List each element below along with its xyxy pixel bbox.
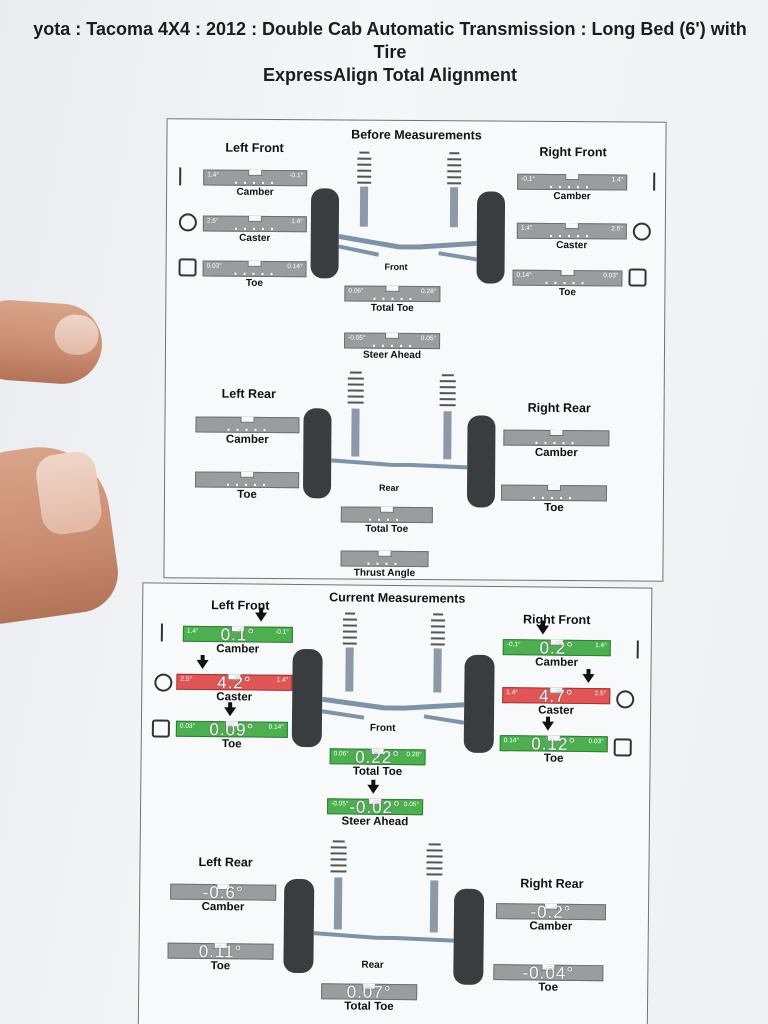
wheel-icon	[466, 415, 496, 508]
wheel-icon	[283, 878, 315, 974]
toe-icon	[613, 738, 632, 757]
value-pointer-arrow	[196, 659, 209, 670]
vehicle-description-line2: Tire	[373, 42, 407, 62]
value-pointer-arrow	[255, 612, 268, 622]
value-pointer-arrow	[536, 625, 549, 635]
before-steer-ahead-meter: -0.05°0.05° Steer Ahead	[344, 332, 441, 361]
wheel-icon	[463, 654, 495, 753]
before-rf-camber-meter: -0.1°1.4° Camber	[517, 173, 628, 202]
current-rr-camber-meter: -0.2° Camber	[495, 902, 607, 933]
before-left-front-label: Left Front	[225, 140, 284, 156]
current-lf-caster-meter: 2.5°1.4° 4.2° Caster	[176, 659, 293, 703]
before-lf-camber-meter: 1.4°-0.1° Camber	[203, 169, 308, 198]
value-pointer-arrow	[582, 673, 595, 684]
value-pointer-arrow	[367, 784, 380, 794]
current-rf-caster-meter: 1.4°2.5° 4.7° Caster	[502, 673, 611, 717]
wheel-icon	[453, 888, 485, 985]
current-lf-toe-meter: 0.03°0.14° 0.09° Toe	[175, 707, 288, 750]
finger	[0, 438, 124, 628]
toe-icon	[151, 719, 170, 738]
before-rear-total-toe-meter: Total Toe	[340, 506, 433, 535]
caster-icon	[154, 673, 173, 692]
current-lr-toe-meter: 0.11° Toe	[167, 942, 274, 972]
report-title: ExpressAlign Total Alignment	[262, 65, 518, 85]
rear-suspension-diagram	[303, 371, 496, 508]
wheel-icon	[291, 649, 323, 748]
before-measurements-panel: Before Measurements Left Front Right Fro…	[163, 118, 667, 582]
current-measurements-panel: Current Measurements Left Front Right Fr…	[137, 582, 653, 1024]
before-lf-caster-meter: 2.5°1.4° Caster	[202, 215, 307, 244]
before-lr-camber-meter: Camber	[195, 416, 300, 446]
current-right-front-label: Right Front	[522, 612, 591, 628]
front-suspension-diagram	[291, 612, 495, 753]
current-rr-toe-meter: -0.04° Toe	[493, 963, 604, 994]
before-total-toe-meter: 0.06°0.28° Total Toe	[344, 285, 441, 314]
value-pointer-arrow	[224, 707, 237, 717]
before-lr-toe-meter: Toe	[195, 471, 300, 501]
vehicle-description: yota : Tacoma 4X4 : 2012 : Double Cab Au…	[33, 19, 747, 39]
camber-icon	[637, 172, 656, 191]
before-rf-toe-meter: 0.14°0.03° Toe	[512, 269, 623, 298]
before-rf-caster-meter: 1.4°2.5° Caster	[516, 222, 627, 251]
camber-icon	[620, 640, 639, 659]
finger	[0, 297, 105, 387]
before-lf-toe-meter: 0.03°0.14° Toe	[202, 260, 307, 289]
value-pointer-arrow	[541, 721, 554, 731]
before-right-rear-label: Right Rear	[527, 400, 591, 416]
front-suspension-diagram	[310, 151, 506, 284]
report-header: yota : Tacoma 4X4 : 2012 : Double Cab Au…	[0, 18, 768, 87]
before-left-rear-label: Left Rear	[221, 386, 276, 402]
before-rr-toe-meter: Toe	[500, 484, 608, 514]
current-rf-camber-meter: -0.1°1.4° 0.2° Camber	[502, 625, 611, 669]
current-rf-toe-meter: 0.14°0.03° 0.12° Toe	[499, 721, 608, 765]
current-lr-camber-meter: -0.6° Camber	[170, 883, 277, 913]
camber-icon	[160, 623, 179, 642]
caster-icon	[616, 690, 635, 709]
rear-suspension-diagram	[283, 840, 485, 985]
wheel-icon	[303, 408, 332, 499]
wheel-icon	[310, 188, 340, 279]
before-right-front-label: Right Front	[539, 144, 607, 160]
current-left-rear-label: Left Rear	[198, 854, 253, 870]
wheel-icon	[476, 191, 506, 284]
before-rr-camber-meter: Camber	[503, 429, 610, 459]
toe-icon	[628, 268, 647, 287]
current-lf-camber-meter: 1.4°-0.1° 0.1° Camber	[182, 612, 293, 656]
current-steer-ahead-meter: -0.05°0.05° -0.02° Steer Ahead	[327, 784, 424, 828]
fingernail	[33, 449, 105, 537]
current-right-rear-label: Right Rear	[520, 876, 584, 891]
fingernail	[53, 313, 100, 357]
toe-icon	[178, 258, 197, 277]
caster-icon	[632, 222, 651, 241]
camber-icon	[179, 167, 198, 186]
caster-icon	[178, 213, 197, 232]
before-thrust-angle-meter: Thrust Angle	[340, 550, 429, 579]
